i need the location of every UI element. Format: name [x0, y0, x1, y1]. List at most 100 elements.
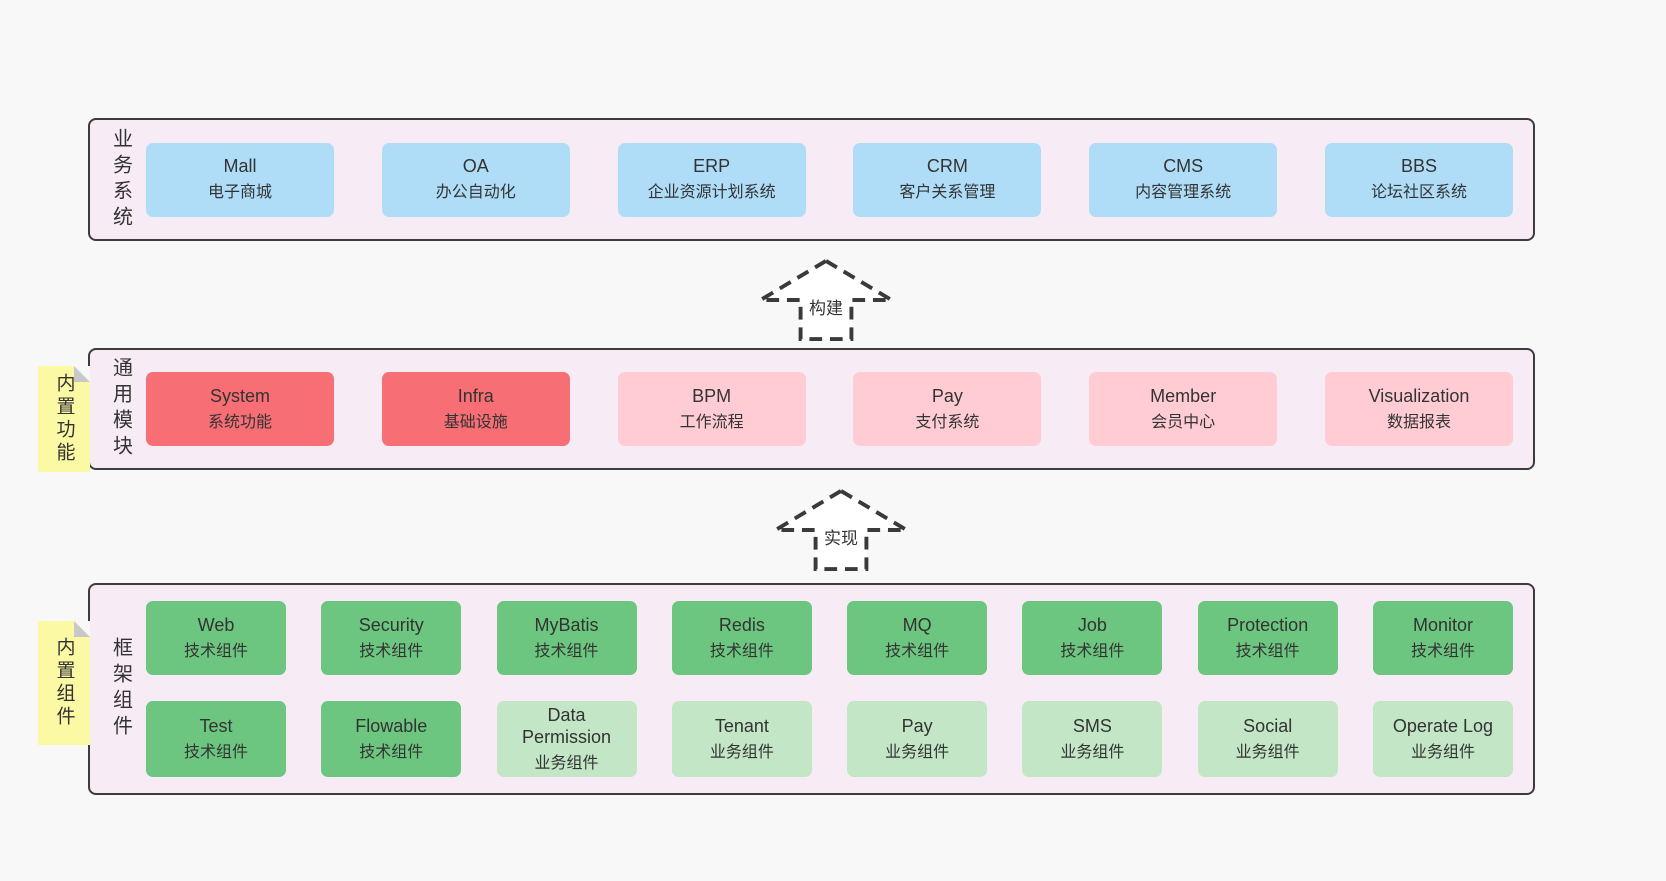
- module-subtitle: 技术组件: [1410, 642, 1475, 660]
- dashed-up-arrow-build: 构建: [757, 257, 895, 343]
- module-subtitle: 内容管理系统: [1135, 184, 1232, 202]
- band-label-text: 业务系统: [109, 127, 132, 232]
- module-title: Pay: [901, 715, 933, 736]
- module-title: Visualization: [1368, 385, 1470, 406]
- module-title: Tenant: [714, 715, 769, 736]
- arrow-label-implement: 实现: [823, 529, 859, 550]
- module-subtitle: 技术组件: [1060, 642, 1125, 660]
- module-subtitle: 业务组件: [1235, 743, 1300, 761]
- module-subtitle: 技术组件: [709, 642, 774, 660]
- module-title: Operate Log: [1392, 715, 1493, 736]
- module-subtitle: 技术组件: [183, 642, 248, 660]
- module-box-cms: CMS 内容管理系统: [1089, 142, 1278, 217]
- module-box-bbs: BBS 论坛社区系统: [1324, 142, 1513, 217]
- module-box-oa: OA 办公自动化: [381, 142, 570, 217]
- band-common-modules-label: 通用模块: [100, 350, 142, 468]
- module-subtitle: 办公自动化: [435, 184, 516, 202]
- band-business-systems-label: 业务系统: [100, 120, 142, 239]
- module-box-pay: Pay 业务组件: [847, 700, 988, 778]
- module-box-monitor: Monitor 技术组件: [1372, 600, 1513, 675]
- module-box-job: Job 技术组件: [1022, 600, 1163, 675]
- module-box-bpm: BPM 工作流程: [617, 372, 806, 446]
- sticky-note-text: 内置功能: [53, 373, 75, 465]
- module-box-visualization: Visualization 数据报表: [1324, 372, 1513, 446]
- module-subtitle: 技术组件: [1235, 642, 1300, 660]
- module-subtitle: 业务组件: [534, 754, 599, 772]
- band-framework-components-label: 框架组件: [100, 585, 142, 793]
- module-title: Pay: [931, 385, 963, 406]
- module-title: MyBatis: [534, 614, 599, 635]
- module-box-system: System 系统功能: [146, 372, 334, 446]
- module-subtitle: 技术组件: [534, 642, 599, 660]
- module-subtitle: 会员中心: [1151, 413, 1216, 431]
- module-subtitle: 企业资源计划系统: [647, 184, 776, 202]
- dashed-up-arrow-implement: 实现: [772, 487, 910, 573]
- folded-corner-icon: [74, 366, 90, 382]
- module-title: BBS: [1400, 156, 1437, 177]
- module-subtitle: 数据报表: [1386, 413, 1451, 431]
- sticky-note-builtin-features: 内置功能: [38, 366, 90, 472]
- module-box-mybatis: MyBatis 技术组件: [496, 600, 637, 675]
- module-title: OA: [462, 156, 489, 177]
- module-title: Security: [358, 614, 424, 635]
- module-box-data-permission: Data Permission 业务组件: [496, 700, 637, 778]
- module-box-pay: Pay 支付系统: [853, 372, 1042, 446]
- module-box-sms: SMS 业务组件: [1022, 700, 1163, 778]
- module-box-infra: Infra 基础设施: [381, 372, 570, 446]
- module-subtitle: 电子商城: [207, 184, 272, 202]
- module-title: Infra: [457, 385, 494, 406]
- module-subtitle: 客户关系管理: [899, 184, 996, 202]
- module-title: BPM: [692, 385, 732, 406]
- sticky-note-text: 内置组件: [53, 637, 75, 729]
- module-title: Mall: [223, 156, 257, 177]
- module-box-tenant: Tenant 业务组件: [671, 700, 812, 778]
- module-subtitle: 系统功能: [207, 413, 272, 431]
- module-title: Job: [1077, 614, 1107, 635]
- module-box-mq: MQ 技术组件: [847, 600, 988, 675]
- module-title: Redis: [718, 614, 765, 635]
- module-title: CRM: [926, 156, 968, 177]
- band-label-text: 框架组件: [109, 637, 132, 741]
- module-title: Web: [197, 614, 235, 635]
- module-box-erp: ERP 企业资源计划系统: [617, 142, 806, 217]
- module-title: System: [209, 385, 270, 406]
- module-subtitle: 支付系统: [915, 413, 980, 431]
- module-title: ERP: [693, 156, 731, 177]
- module-subtitle: 业务组件: [885, 743, 950, 761]
- band-label-text: 通用模块: [109, 357, 132, 461]
- module-subtitle: 技术组件: [359, 642, 424, 660]
- business-systems-boxes: Mall 电子商城 OA 办公自动化 ERP 企业资源计划系统 CRM 客户关系管理 CMS 内容…: [142, 120, 1533, 239]
- module-subtitle: 技术组件: [359, 743, 424, 761]
- module-box-security: Security 技术组件: [321, 600, 462, 675]
- module-title: Social: [1243, 715, 1293, 736]
- module-title: SMS: [1072, 715, 1112, 736]
- module-subtitle: 技术组件: [885, 642, 950, 660]
- module-box-crm: CRM 客户关系管理: [853, 142, 1042, 217]
- module-title: Protection: [1227, 614, 1309, 635]
- module-subtitle: 业务组件: [1060, 743, 1125, 761]
- module-subtitle: 技术组件: [183, 743, 248, 761]
- module-subtitle: 业务组件: [709, 743, 774, 761]
- module-box-protection: Protection 技术组件: [1197, 600, 1338, 675]
- folded-corner-icon: [74, 621, 90, 637]
- module-title: Data Permission: [522, 704, 612, 747]
- module-title: CMS: [1163, 156, 1204, 177]
- module-title: MQ: [902, 614, 932, 635]
- module-box-test: Test 技术组件: [146, 700, 286, 778]
- module-subtitle: 工作流程: [679, 413, 744, 431]
- module-title: Test: [199, 715, 233, 736]
- module-box-redis: Redis 技术组件: [671, 600, 812, 675]
- module-subtitle: 论坛社区系统: [1370, 184, 1467, 202]
- module-title: Monitor: [1412, 614, 1473, 635]
- band-common-modules: 通用模块 System 系统功能 Infra 基础设施 BPM 工作流程 Pay 支付系统 Me…: [88, 348, 1535, 470]
- module-title: Flowable: [355, 715, 428, 736]
- module-box-flowable: Flowable 技术组件: [321, 700, 462, 778]
- sticky-note-builtin-components: 内置组件: [38, 621, 90, 745]
- module-subtitle: 基础设施: [443, 413, 508, 431]
